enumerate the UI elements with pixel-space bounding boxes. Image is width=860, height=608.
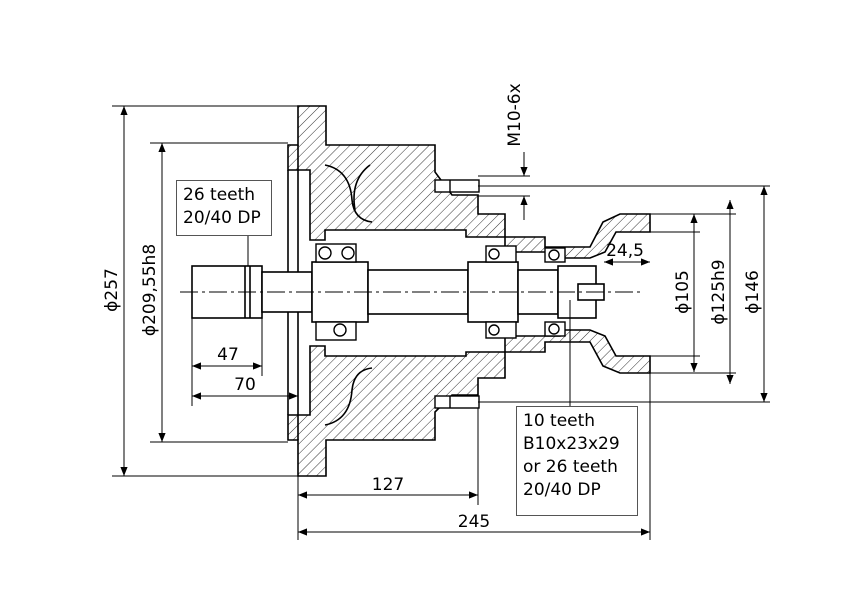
spline-note-output-line4: 20/40 DP xyxy=(523,480,601,500)
bearings xyxy=(315,243,566,341)
spline-note-output: 10 teeth B10x23x29 or 26 teeth 20/40 DP xyxy=(516,406,638,516)
spline-note-input: 26 teeth 20/40 DP xyxy=(176,180,272,236)
spline-note-output-line3: or 26 teeth xyxy=(523,457,618,477)
dim-70: 70 xyxy=(234,375,256,395)
dim-diameter-146: ϕ146 xyxy=(743,270,763,314)
dim-127: 127 xyxy=(372,475,404,495)
dim-24-5: 24,5 xyxy=(606,241,644,261)
dim-diameter-125h9: ϕ125h9 xyxy=(709,259,729,324)
dim-245: 245 xyxy=(458,512,490,532)
dim-diameter-257: ϕ257 xyxy=(102,268,122,312)
spline-note-input-line1: 26 teeth xyxy=(183,185,256,205)
spline-note-input-line2: 20/40 DP xyxy=(183,208,261,228)
dim-diameter-209: ϕ209,55h8 xyxy=(140,244,160,336)
thread-spec: M10-6x xyxy=(505,83,525,146)
spline-note-output-line1: 10 teeth xyxy=(523,411,596,431)
dimension-lines xyxy=(112,105,770,540)
spline-note-output-line2: B10x23x29 xyxy=(523,434,620,454)
dim-diameter-105: ϕ105 xyxy=(673,270,693,314)
dim-47: 47 xyxy=(217,345,239,365)
